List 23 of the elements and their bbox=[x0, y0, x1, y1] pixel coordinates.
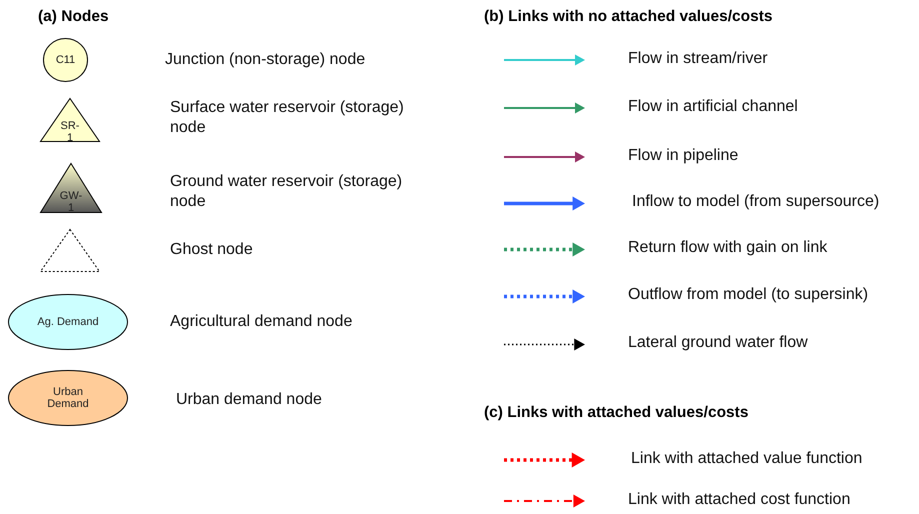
section-heading: (a) Nodes bbox=[38, 8, 109, 26]
node-label: C11 bbox=[54, 54, 76, 66]
legend-text: Link with attached cost function bbox=[628, 491, 850, 509]
node-description: Surface water reservoir (storage) node bbox=[170, 98, 405, 138]
node-label: Ag. Demand bbox=[36, 316, 100, 328]
legend-text: Link with attached value function bbox=[631, 450, 862, 468]
legend-text: Lateral ground water flow bbox=[628, 334, 808, 352]
legend-text: Flow in artificial channel bbox=[628, 98, 798, 116]
legend-text: Inflow to model (from supersource) bbox=[632, 193, 880, 211]
node-description: Ground water reservoir (storage) node bbox=[170, 172, 404, 212]
legend-text: Flow in pipeline bbox=[628, 147, 738, 165]
node-label: GW-1 bbox=[58, 190, 84, 214]
node-label: Urban Demand bbox=[46, 386, 90, 410]
legend-text: Outflow from model (to supersink) bbox=[628, 286, 868, 304]
node-description: Urban demand node bbox=[176, 390, 323, 410]
node-description: Agricultural demand node bbox=[170, 312, 354, 332]
legend-text: Return flow with gain on link bbox=[628, 239, 828, 257]
node-description: Ghost node bbox=[170, 240, 254, 260]
section-heading: (c) Links with attached values/costs bbox=[484, 404, 748, 422]
section-heading: (b) Links with no attached values/costs bbox=[484, 8, 773, 26]
legend-text: Flow in stream/river bbox=[628, 50, 768, 68]
node-description: Junction (non-storage) node bbox=[165, 50, 366, 70]
node-label: SR-1 bbox=[60, 120, 80, 144]
